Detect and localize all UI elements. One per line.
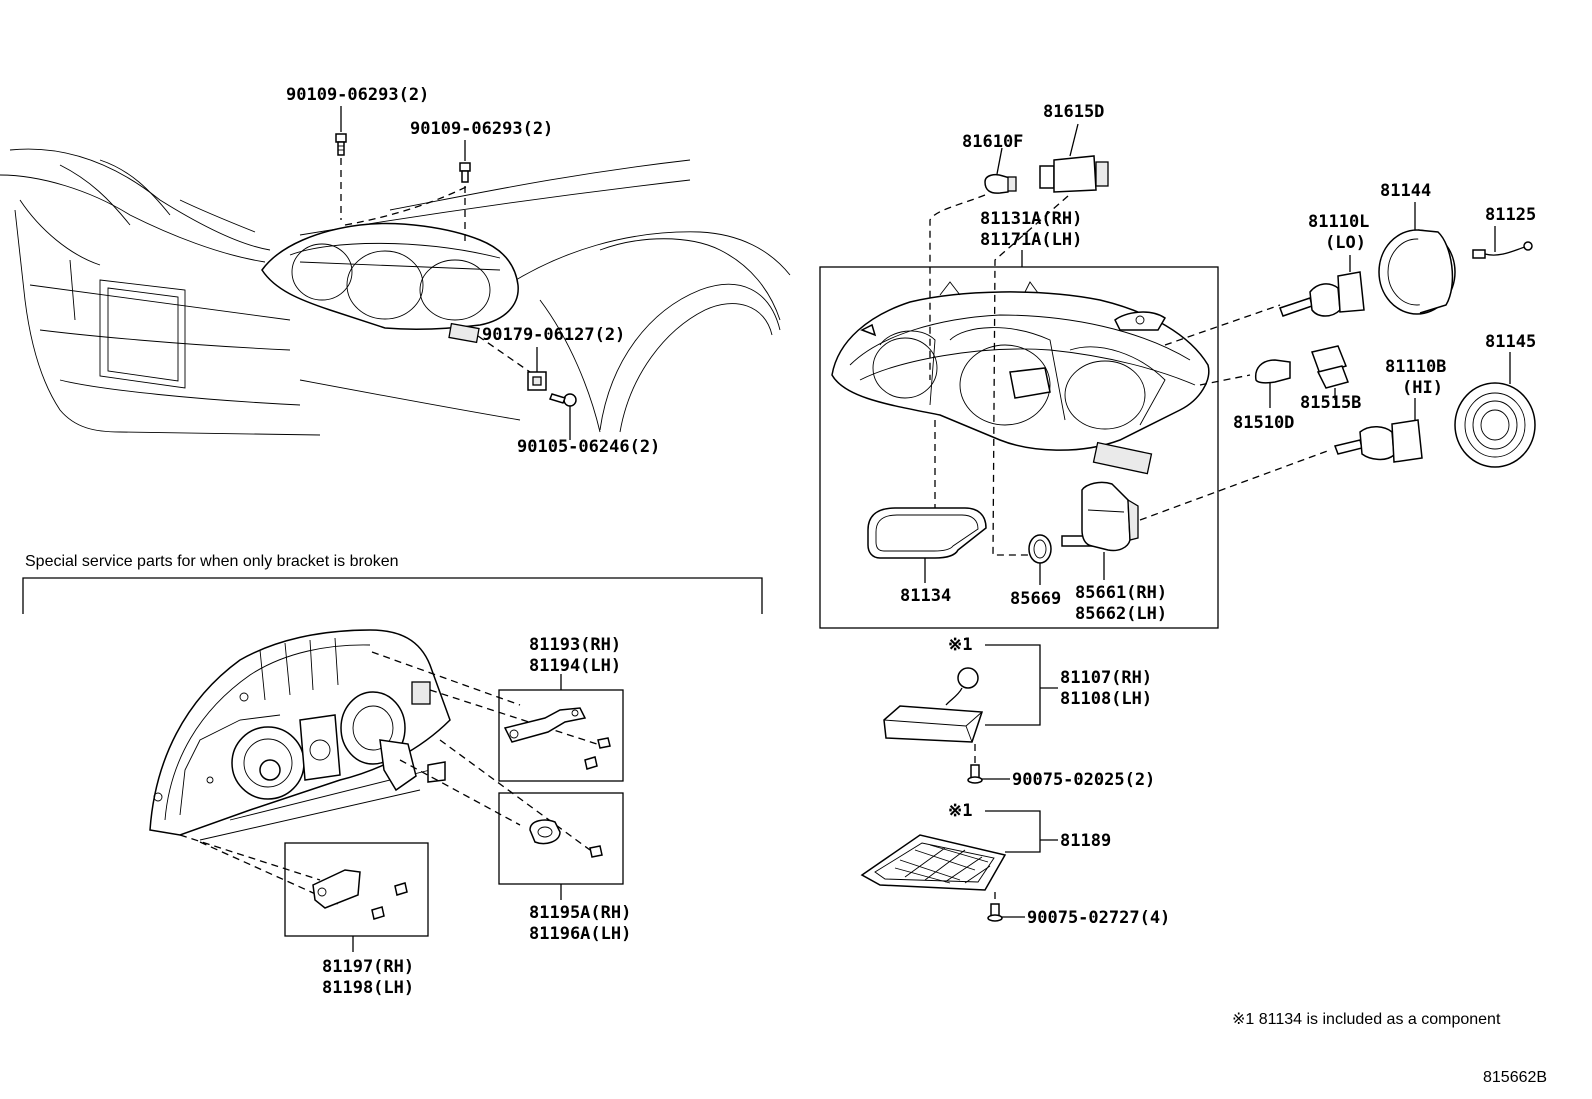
part-number-81615d: 81615D xyxy=(1043,102,1104,122)
illustration-id: 815662B xyxy=(1483,1069,1547,1086)
part-number-85669: 85669 xyxy=(1010,589,1061,609)
part-number-81110l: 81110L xyxy=(1308,212,1369,232)
bracket-mid-box xyxy=(498,792,624,885)
part-number-81515b: 81515B xyxy=(1300,393,1361,413)
part-number-screw-90075-02025: 90075-02025(2) xyxy=(1012,770,1155,790)
bolt-top-right-icon xyxy=(459,162,471,245)
clip-nut-icon xyxy=(527,347,547,391)
cap-81145-icon xyxy=(1454,352,1536,468)
cap-81144-icon xyxy=(1378,202,1456,315)
part-number-81134: 81134 xyxy=(900,586,951,606)
bulb-81110l-icon xyxy=(1279,255,1365,317)
part-number-81144: 81144 xyxy=(1380,181,1431,201)
part-number-bracket-upper-lh: 81194(LH) xyxy=(529,656,621,676)
part-number-nut: 90179-06127(2) xyxy=(482,325,625,345)
label-lo: (LO) xyxy=(1325,233,1366,253)
bulb-81615d-icon xyxy=(1039,123,1109,193)
headlamp-unit-illustration xyxy=(831,281,1210,475)
part-number-bracket-mid-rh: 81195A(RH) xyxy=(529,903,631,923)
car-front-illustration xyxy=(0,148,791,436)
part-number-screw-90075-02727: 90075-02727(4) xyxy=(1027,908,1170,928)
oring-85669-icon xyxy=(1028,534,1052,564)
headlamp-rear-illustration xyxy=(149,629,451,841)
part-number-computer-rh: 81107(RH) xyxy=(1060,668,1152,688)
part-number-bracket-low-rh: 81197(RH) xyxy=(322,957,414,977)
part-number-81189: 81189 xyxy=(1060,831,1111,851)
special-service-title: Special service parts for when only brac… xyxy=(25,553,399,570)
part-number-bracket-low-lh: 81198(LH) xyxy=(322,978,414,998)
part-number-bolt-top-right: 90109-06293(2) xyxy=(410,119,553,139)
part-number-computer-lh: 81108(LH) xyxy=(1060,689,1152,709)
hid-computer-icon xyxy=(883,667,984,743)
part-number-bolt-top-left: 90109-06293(2) xyxy=(286,85,429,105)
part-number-81145: 81145 xyxy=(1485,332,1536,352)
screw-90075-02727-icon xyxy=(987,903,1003,922)
cover-81189-icon xyxy=(860,834,1007,891)
screw-lower-icon xyxy=(549,393,577,440)
screw-90075-02025-icon xyxy=(967,764,983,784)
part-number-leveler-lh: 85662(LH) xyxy=(1075,604,1167,624)
part-number-81125: 81125 xyxy=(1485,205,1536,225)
leveler-motor-icon xyxy=(1061,481,1139,552)
part-number-81510d: 81510D xyxy=(1233,413,1294,433)
bracket-lower-box xyxy=(284,842,429,937)
bolt-top-left-icon xyxy=(335,133,347,220)
part-number-unit-rh: 81131A(RH) xyxy=(980,209,1082,229)
bulb-81610f-icon xyxy=(984,173,1017,194)
bracket-81195a-icon xyxy=(529,819,603,858)
part-number-leveler-rh: 85661(RH) xyxy=(1075,583,1167,603)
bulb-81510d-icon xyxy=(1254,359,1291,408)
bulb-81110b-icon xyxy=(1333,398,1423,463)
mark-1-a: ※1 xyxy=(948,635,972,655)
wire-81125-icon xyxy=(1472,226,1533,259)
part-number-bracket-mid-lh: 81196A(LH) xyxy=(529,924,631,944)
part-number-unit-lh: 81171A(LH) xyxy=(980,230,1082,250)
mark-1-b: ※1 xyxy=(948,801,972,821)
part-number-81610f: 81610F xyxy=(962,132,1023,152)
bracket-81197-icon xyxy=(312,869,408,920)
socket-81515b-icon xyxy=(1311,345,1349,400)
footnote: ※1 81134 is included as a component xyxy=(1232,1011,1501,1028)
label-hi: (HI) xyxy=(1402,378,1443,398)
gasket-81134-icon xyxy=(867,507,987,559)
part-number-screw-lower: 90105-06246(2) xyxy=(517,437,660,457)
bracket-81193-icon xyxy=(503,707,611,770)
part-number-bracket-upper-rh: 81193(RH) xyxy=(529,635,621,655)
headlamp-unit-box xyxy=(819,266,1219,629)
part-number-81110b: 81110B xyxy=(1385,357,1446,377)
